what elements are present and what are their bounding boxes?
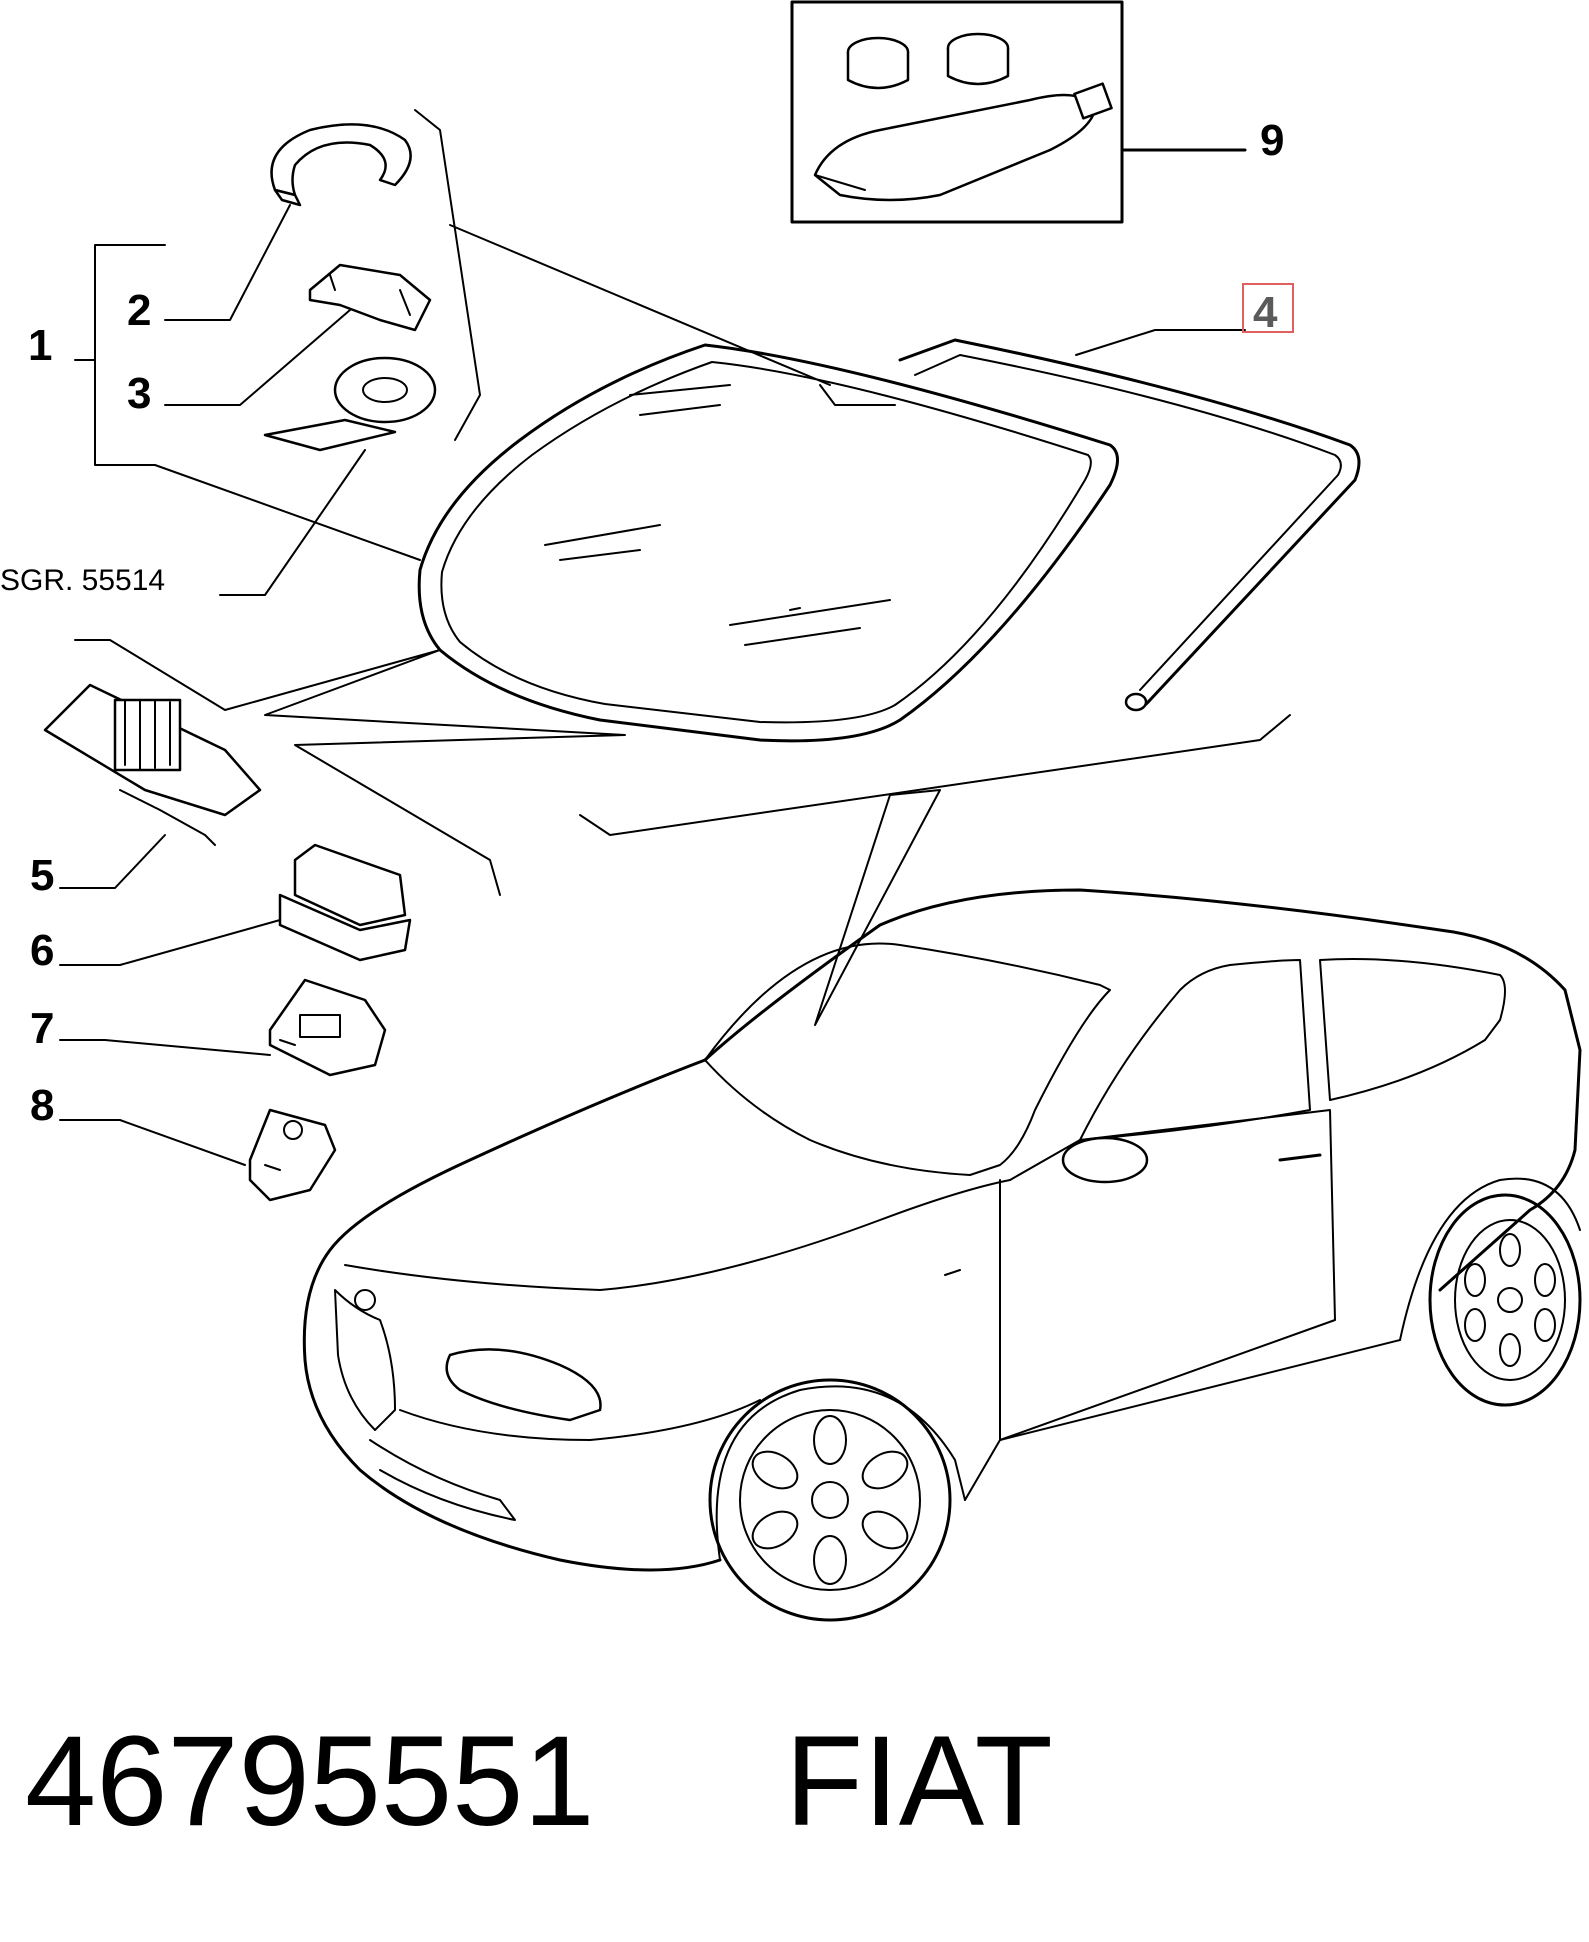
- highlight-box-4: [1242, 283, 1294, 333]
- leader-2: [164, 204, 291, 321]
- leader-6: [59, 919, 281, 966]
- leader-1: [94, 244, 421, 561]
- guide-line-2: [449, 224, 831, 386]
- windscreen: [417, 343, 1119, 743]
- label-8: 8: [30, 1081, 54, 1130]
- label-4: 4: [1253, 288, 1278, 337]
- guide-line-4: [579, 714, 1291, 836]
- connector-8: [248, 1108, 337, 1202]
- label-6: 6: [30, 926, 54, 975]
- adhesive-kit-box: [790, 0, 1124, 224]
- connector-7: [268, 978, 387, 1077]
- bracket: [308, 263, 432, 332]
- part-number: 46795551: [25, 1710, 595, 1853]
- label-sgr: SGR. 55514: [0, 564, 165, 597]
- leader-sgr: [219, 449, 366, 596]
- brand-name: FIAT: [785, 1710, 1053, 1853]
- car-illustration: [302, 888, 1582, 1622]
- label-2: 2: [127, 286, 151, 335]
- label-9: 9: [1260, 116, 1284, 165]
- mounting-block: [278, 843, 412, 962]
- label-7: 7: [30, 1004, 54, 1053]
- label-3: 3: [127, 369, 151, 418]
- leader-4: [1075, 329, 1246, 356]
- guide-line-1: [414, 109, 481, 441]
- clip-ring: [270, 123, 412, 207]
- leader-8: [59, 1119, 246, 1166]
- label-5: 5: [30, 851, 54, 900]
- leader-7: [59, 1039, 271, 1056]
- guide-line-3: [74, 639, 626, 896]
- rain-sensor: [43, 683, 262, 846]
- leader-5: [59, 834, 166, 889]
- label-1: 1: [28, 321, 52, 370]
- leader-3: [164, 309, 351, 406]
- pointer-to-car: [814, 789, 941, 1026]
- windscreen-seal: [898, 338, 1361, 712]
- adhesive-pad: [263, 356, 437, 452]
